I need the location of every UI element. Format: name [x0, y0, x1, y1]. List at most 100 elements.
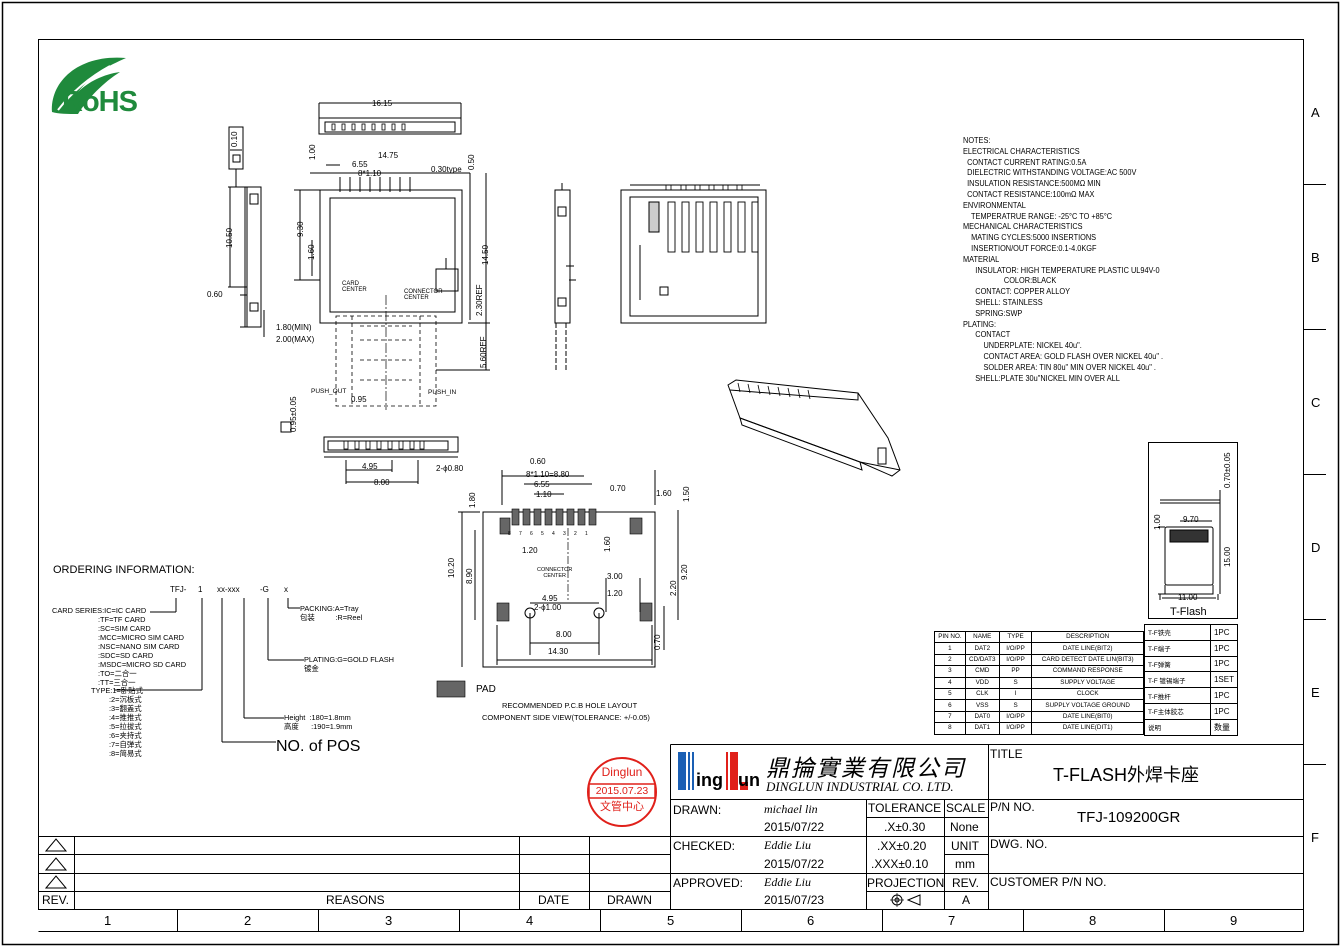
- scale-label: SCALE: [946, 801, 986, 815]
- pcb-pin-number: 2: [574, 531, 577, 537]
- ordering-card-series-line: :TF=TF CARD: [98, 615, 146, 624]
- revision-date-label: DATE: [538, 893, 570, 907]
- pin-table-cell: I/O/PP: [998, 642, 1033, 655]
- note-line: ELECTRICAL CHARACTERISTICS: [963, 146, 1080, 156]
- rohs-logo: RoHS: [48, 52, 158, 122]
- label-card-center: CARD CENTER: [342, 281, 367, 294]
- ordering-code-tfj: TFJ-: [170, 585, 187, 594]
- dim-w095: 0.95: [351, 395, 367, 404]
- card-dim-1500: 15.00: [1223, 546, 1232, 567]
- pcb-dim-495: 4.95: [542, 594, 558, 603]
- pin-table-cell: 1: [934, 642, 966, 655]
- ordering-type-line: :2=沉板式: [109, 695, 142, 704]
- pcb-dim-890: 8.90: [465, 568, 474, 584]
- ordering-card-series-line: :TT=三合一: [98, 678, 136, 687]
- zone-row-c: C: [1311, 395, 1321, 410]
- zone-row-f: F: [1311, 830, 1319, 845]
- note-line: NOTES:: [963, 136, 991, 145]
- title-value: T-FLASH外焊卡座: [1053, 765, 1200, 785]
- pin-table-header-cell: TYPE: [998, 630, 1033, 644]
- note-line: SOLDER AREA: TIN 80u" MIN OVER NICKEL 40…: [963, 362, 1156, 372]
- rohs-label: RoHS: [62, 86, 138, 118]
- customer-pn-label: CUSTOMER P/N NO.: [990, 875, 1107, 889]
- ordering-pos: NO. of POS: [276, 738, 361, 755]
- rev-label: REV.: [952, 876, 979, 890]
- pcb-dim-150: 1.50: [682, 486, 691, 502]
- pcb-dim-060: 0.60: [530, 457, 546, 466]
- card-dim-100: 1.00: [1153, 514, 1162, 530]
- bom-table-cell: T-F推杆: [1144, 687, 1211, 704]
- ordering-code-xx: xx-xxx: [217, 585, 240, 594]
- rev-value: A: [962, 893, 971, 907]
- note-line: CONTACT: COPPER ALLOY: [963, 287, 1071, 297]
- dim-h1450: 14.50: [481, 244, 490, 265]
- pin-table-cell: 4: [934, 676, 966, 689]
- zone-col-8: 8: [1089, 913, 1097, 928]
- note-line: INSERTION/OUT FORCE:0.1-4.0KGF: [963, 243, 1097, 253]
- pcb-dim-8x110: 8*1.10=8.80: [526, 470, 570, 479]
- ordering-type-line: TYPE:1=卧贴式: [91, 686, 143, 695]
- pin-table-cell: SUPPLY VOLTAGE GROUND: [1031, 699, 1144, 712]
- ordering-card-series-line: :MSDC=MICRO SD CARD: [98, 660, 187, 669]
- pcb-dim-110: 1.10: [536, 490, 552, 499]
- pcb-label-connector-center: CONNECTOR CENTER: [537, 567, 573, 579]
- pcb-pin-number: 7: [519, 531, 522, 537]
- stamp-top: Dinglun: [601, 765, 643, 779]
- pcb-pin-number: 4: [552, 531, 555, 537]
- dim-h230: 2.30REF: [475, 284, 484, 316]
- note-line: TEMPERATRUE RANGE: -25°C TO +85°C: [963, 211, 1113, 221]
- pcb-dim-920: 9.20: [680, 564, 689, 580]
- pin-table-cell: CD/DAT3: [964, 653, 1000, 667]
- pcb-dim-655: 6.55: [534, 480, 550, 489]
- label-push-in: PUSH_IN: [428, 389, 457, 396]
- pin-table-cell: 2: [934, 653, 966, 667]
- zone-row-d: D: [1311, 540, 1321, 555]
- checked-name: Eddie Liu: [764, 838, 811, 852]
- dim-side-1050: 10.50: [225, 227, 234, 248]
- zone-row-e: E: [1311, 685, 1320, 700]
- dim-1475: 14.75: [378, 151, 399, 160]
- note-line: MECHANICAL CHARACTERISTICS: [963, 222, 1083, 232]
- pcb-dim-160b: 1.60: [603, 536, 612, 552]
- logo-text-un: un: [738, 770, 760, 790]
- stamp-date: 2015.07.23: [595, 785, 649, 797]
- note-line: INSULATION RESISTANCE:500MΩ MIN: [963, 179, 1101, 189]
- ordering-packing-line: 包装 :R=Reel: [300, 613, 363, 622]
- bom-table-cell: 数量: [1209, 718, 1239, 736]
- note-line: UNDERPLATE: NICKEL 40u".: [963, 341, 1082, 351]
- dim-8x110: 8*1.10: [358, 169, 382, 178]
- scale-value: None: [950, 820, 979, 834]
- unit-value: mm: [955, 857, 975, 871]
- dim-h560: 5.60REF: [479, 336, 488, 368]
- bom-table-cell: T-F弹簧: [1144, 655, 1211, 673]
- ordering-type-line: :7=自弹式: [109, 740, 142, 749]
- ordering-type-line: :3=翻盖式: [109, 704, 142, 713]
- pcb-dim-120: 1.20: [522, 546, 538, 555]
- note-line: ENVIRONMENTAL: [963, 200, 1026, 210]
- pin-table-cell: DATE LINE(BIT2): [1031, 642, 1144, 655]
- pn-value: TFJ-109200GR: [1077, 809, 1181, 826]
- zone-row-a: A: [1311, 105, 1320, 120]
- pcb-dim-1430: 14.30: [548, 647, 569, 656]
- dim-h095: 0.95±0.05: [289, 396, 298, 432]
- note-line: CONTACT RESISTANCE:100mΩ MAX: [963, 189, 1095, 199]
- bom-table-cell: T-F铁壳: [1144, 624, 1211, 641]
- note-line: SHELL: STAINLESS: [963, 297, 1043, 307]
- note-line: SPRING:SWP: [963, 308, 1023, 318]
- dim-h930: 9.30: [296, 221, 305, 237]
- pin-table-cell: 3: [934, 665, 966, 678]
